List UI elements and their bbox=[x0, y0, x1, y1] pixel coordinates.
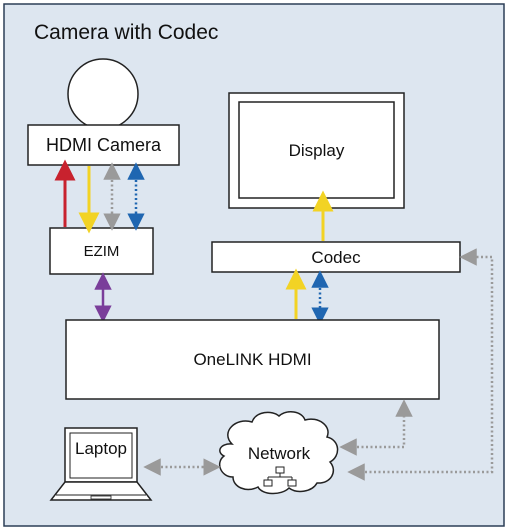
display-label: Display bbox=[288, 140, 345, 160]
network-label: Network bbox=[247, 443, 311, 463]
network-topology-icon bbox=[263, 466, 297, 487]
hdmi-camera-box bbox=[27, 124, 180, 166]
network-cloud-icon bbox=[218, 411, 339, 495]
hdmi-camera-label: HDMI Camera bbox=[45, 135, 161, 155]
laptop-label: Laptop bbox=[75, 438, 127, 458]
onelink-hdmi-label: OneLINK HDMI bbox=[193, 350, 312, 369]
display-screen bbox=[238, 101, 395, 199]
codec-label: Codec bbox=[311, 247, 361, 267]
camera-lens-icon bbox=[67, 58, 139, 130]
ezim-box bbox=[49, 227, 154, 275]
network-codec-gray-dotted bbox=[347, 248, 494, 481]
diagram-title: Camera with Codec bbox=[34, 21, 219, 44]
laptop-icon bbox=[49, 427, 153, 501]
ezim-label: EZIM bbox=[83, 242, 120, 260]
